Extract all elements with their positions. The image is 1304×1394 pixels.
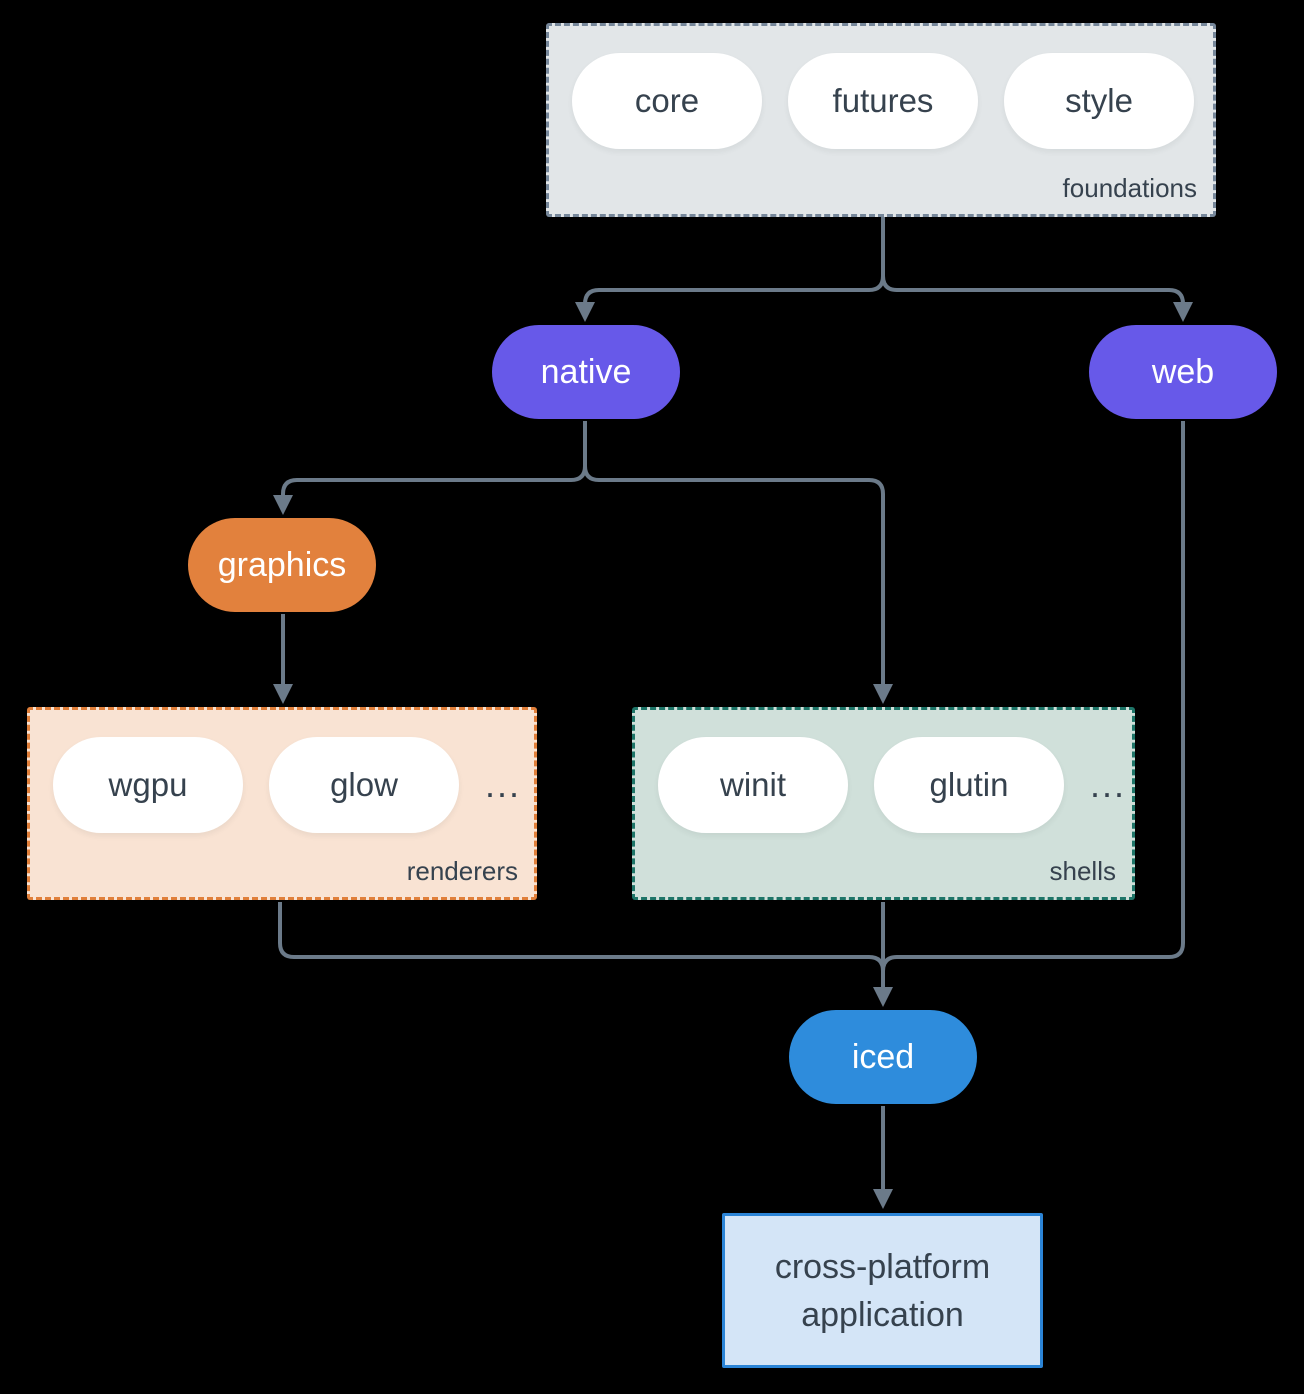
foundations-group: core futures style foundations xyxy=(546,23,1216,217)
graphics-node: graphics xyxy=(188,518,376,612)
chip-glow: glow xyxy=(269,737,459,833)
shells-chips: winit glutin ... xyxy=(635,710,1132,833)
renderers-label: renderers xyxy=(406,856,518,886)
native-node: native xyxy=(492,325,680,419)
chip-style: style xyxy=(1004,53,1194,149)
chip-wgpu: wgpu xyxy=(53,737,243,833)
chip-core: core xyxy=(572,53,762,149)
renderers-ellipsis: ... xyxy=(485,764,522,805)
foundations-chips: core futures style xyxy=(549,26,1213,149)
iced-node: iced xyxy=(789,1010,977,1104)
web-node: web xyxy=(1089,325,1277,419)
chip-glutin: glutin xyxy=(874,737,1064,833)
application-label-line2: application xyxy=(801,1295,964,1334)
application-node: cross-platform application xyxy=(722,1213,1043,1368)
shells-ellipsis: ... xyxy=(1090,764,1127,805)
application-label-line1: cross-platform xyxy=(774,1247,991,1286)
chip-futures: futures xyxy=(788,53,978,149)
shells-label: shells xyxy=(1049,856,1116,886)
chip-winit: winit xyxy=(658,737,848,833)
shells-group: winit glutin ... shells xyxy=(632,707,1135,900)
foundations-label: foundations xyxy=(1062,173,1197,203)
renderers-group: wgpu glow ... renderers xyxy=(27,707,537,900)
renderers-chips: wgpu glow ... xyxy=(30,710,534,833)
